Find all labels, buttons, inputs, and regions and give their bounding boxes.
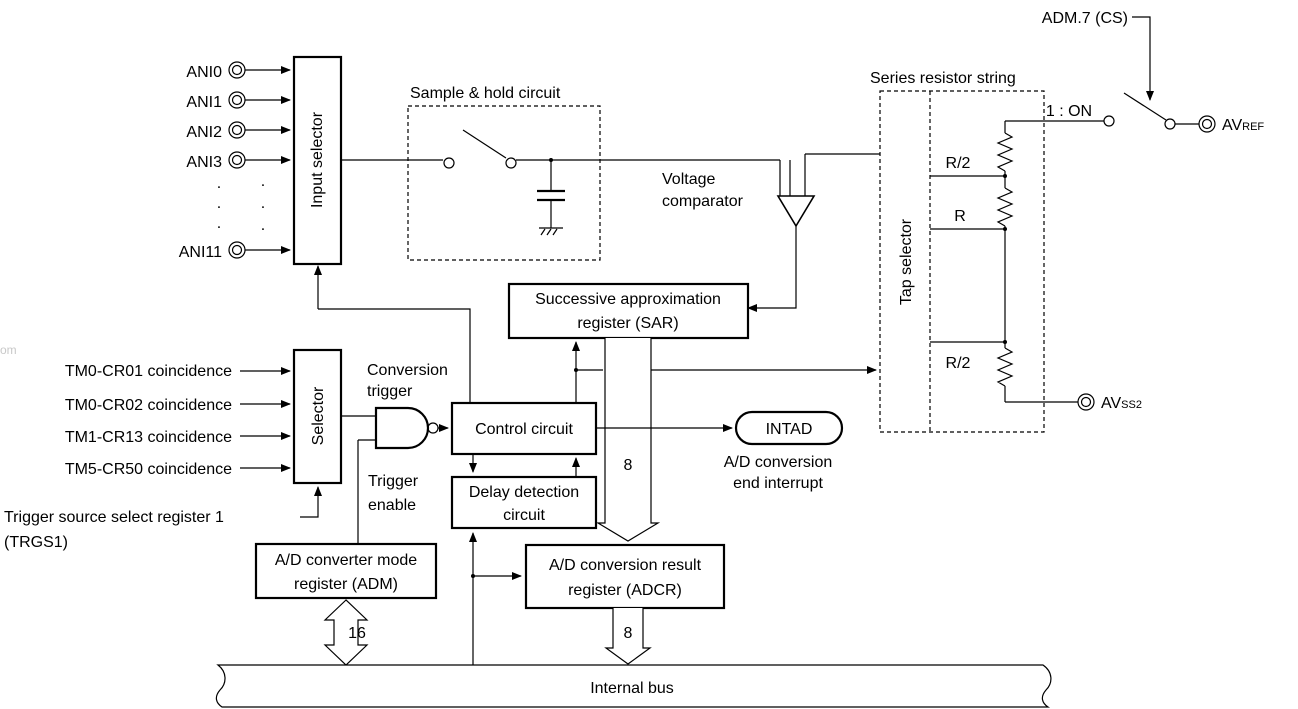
intad-label: INTAD <box>766 421 813 438</box>
ani0-label: ANI0 <box>186 64 222 81</box>
watermark-text: om <box>0 343 17 357</box>
adm-block <box>254 542 438 600</box>
ad-end-label-2: end interrupt <box>733 475 823 492</box>
conversion-trigger-label-2: trigger <box>367 383 413 400</box>
switch-contact-icon <box>1103 115 1115 127</box>
intad-block <box>734 410 844 446</box>
bus-width-16: 16 <box>348 625 366 642</box>
sar-to-adcr-bus <box>595 338 661 542</box>
adm-label-2: register (ADM) <box>294 576 398 593</box>
ellipsis-dots: . . . . . . <box>217 173 265 234</box>
voltage-comparator-label-2: comparator <box>662 193 744 210</box>
svg-text:.: . <box>261 195 265 212</box>
ani11-label: ANI11 <box>179 244 222 261</box>
bus-width-8a: 8 <box>624 457 633 474</box>
analog-inputs: ANI0 ANI1 ANI2 ANI3 ANI11 . . . . . . <box>179 61 291 261</box>
sample-hold-label: Sample & hold circuit <box>410 85 561 102</box>
and-gate-icon <box>374 406 430 450</box>
adm-label-1: A/D converter mode <box>275 552 417 569</box>
svg-text:.: . <box>217 215 221 232</box>
trigger-source-4: TM5-CR50 coincidence <box>65 461 232 478</box>
trigger-source-3: TM1-CR13 coincidence <box>65 429 232 446</box>
conversion-trigger-label-1: Conversion <box>367 362 448 379</box>
ad-end-label-1: A/D conversion <box>724 454 833 471</box>
sample-switch-icon <box>443 129 517 169</box>
ani3-label: ANI3 <box>186 154 222 171</box>
avss2-terminal-icon <box>1077 393 1095 411</box>
adm7-cs-label: ADM.7 (CS) <box>1042 10 1128 27</box>
comparator-icon <box>776 195 816 228</box>
svg-text:.: . <box>261 217 265 234</box>
avss2-label: AVSS2 <box>1101 395 1142 412</box>
resistor-ladder <box>930 120 1104 403</box>
r-label: R <box>954 208 966 225</box>
ani2-label: ANI2 <box>186 124 222 141</box>
trigger-source-1: TM0-CR01 coincidence <box>65 363 232 380</box>
input-terminal-icons <box>228 61 246 259</box>
hold-capacitor-icon <box>537 160 565 236</box>
svg-text:.: . <box>217 195 221 212</box>
adcr-block <box>524 543 726 610</box>
adcr-to-bus <box>604 608 652 665</box>
one-on-label: 1 : ON <box>1046 103 1092 120</box>
avref-terminal-icon <box>1198 115 1216 133</box>
sar-label-1: Successive approximation <box>535 291 721 308</box>
internal-bus <box>215 664 1052 708</box>
series-resistor-label: Series resistor string <box>870 70 1016 87</box>
selector-label: Selector <box>310 386 327 445</box>
delay-detection-label-1: Delay detection <box>469 484 579 501</box>
trigger-source-2: TM0-CR02 coincidence <box>65 397 232 414</box>
ani1-label: ANI1 <box>186 94 222 111</box>
tap-selector-label: Tap selector <box>898 218 915 305</box>
trigger-enable-label-1: Trigger <box>368 473 419 490</box>
trgs1-label-2: (TRGS1) <box>4 534 68 551</box>
bus-width-8b: 8 <box>624 625 633 642</box>
trigger-enable-label-2: enable <box>368 497 416 514</box>
control-circuit-label: Control circuit <box>475 421 573 438</box>
sample-hold-boundary <box>407 105 601 261</box>
svg-text:.: . <box>261 173 265 190</box>
delay-detection-label-2: circuit <box>503 507 545 524</box>
adcr-label-1: A/D conversion result <box>549 557 702 574</box>
ref-switch-icon <box>1123 92 1167 121</box>
delay-detection-block <box>450 475 598 530</box>
input-selector-label: Input selector <box>309 111 326 208</box>
sar-label-2: register (SAR) <box>577 315 678 332</box>
selector-block <box>292 348 343 485</box>
r-half-bottom-label: R/2 <box>946 355 971 372</box>
trgs1-label-1: Trigger source select register 1 <box>4 509 224 526</box>
voltage-comparator-label-1: Voltage <box>662 171 715 188</box>
r-half-top-label: R/2 <box>946 155 971 172</box>
adcr-label-2: register (ADCR) <box>568 582 682 599</box>
avref-label: AVREF <box>1222 117 1264 134</box>
svg-text:.: . <box>217 175 221 192</box>
internal-bus-label: Internal bus <box>590 680 674 697</box>
